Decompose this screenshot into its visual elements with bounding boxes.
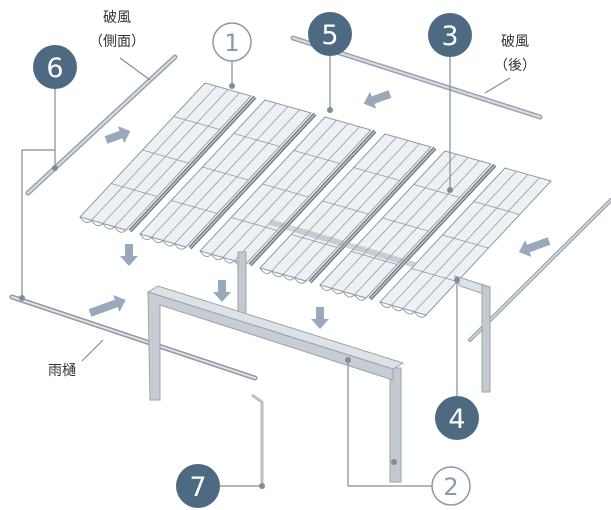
leader-gutter [81, 339, 104, 362]
roof-panels [79, 82, 552, 318]
callout-4: 4 [435, 396, 479, 440]
rain-gutter [9, 294, 258, 381]
leader-2 [347, 360, 432, 487]
side-barge-board [25, 54, 178, 196]
callout-1-number: 1 [224, 29, 239, 57]
callout-2-number: 2 [443, 473, 458, 501]
roof-panel [259, 133, 432, 284]
label-gutter: 雨樋 [48, 363, 76, 379]
label-back-barge-line2: （後） [494, 58, 536, 74]
callout-6: 6 [33, 45, 77, 89]
roof-panel [379, 167, 552, 318]
downspout [251, 393, 264, 487]
label-side-barge-line2: （側面） [89, 34, 145, 50]
callout-7: 7 [176, 464, 220, 508]
flow-arrows [88, 90, 551, 329]
arrow-icon [518, 237, 551, 257]
arrow-icon [104, 126, 131, 144]
leader-back-label [484, 77, 511, 94]
roof-panel [139, 99, 312, 250]
arrow-icon [120, 244, 138, 266]
label-side-barge: 破風 （側面） [89, 10, 145, 50]
callout-5-number: 5 [321, 20, 338, 51]
callout-5: 5 [308, 12, 352, 56]
callout-4-number: 4 [448, 404, 465, 435]
callout-2: 2 [431, 466, 471, 506]
leader-lines [21, 55, 511, 487]
leader-dots [19, 83, 460, 489]
leader-6 [21, 88, 56, 298]
front-frame [146, 285, 405, 483]
arrow-icon [363, 90, 392, 109]
arrow-icon [311, 307, 329, 329]
roof-panel [79, 82, 252, 233]
arrow-icon [88, 294, 126, 317]
label-side-barge-line1: 破風 [103, 10, 131, 26]
label-back-barge-line1: 破風 [501, 34, 529, 50]
callout-6-number: 6 [46, 53, 63, 84]
callout-7-number: 7 [189, 472, 206, 503]
leader-side-label [119, 57, 151, 81]
right-barge-board [468, 198, 611, 342]
label-back-barge: 破風 （後） [494, 34, 536, 74]
callout-3-number: 3 [441, 21, 458, 52]
rear-post [454, 275, 491, 393]
arrow-icon [213, 280, 231, 302]
callout-3: 3 [428, 13, 472, 57]
callout-1: 1 [212, 22, 252, 62]
